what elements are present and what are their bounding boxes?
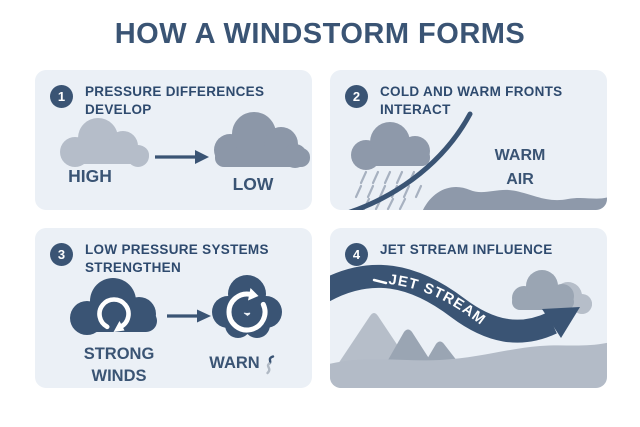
panel-3-heading: LOW PRESSURE SYSTEMS STRENGTHEN: [85, 242, 269, 275]
fronts-illustration: [348, 111, 607, 210]
high-label: HIGH: [68, 166, 112, 186]
step-4-badge: 4: [345, 243, 368, 266]
jet-stream-illustration: JET STREAM: [330, 264, 607, 388]
motion-dash-icon: [372, 278, 388, 285]
rotating-storm-cloud-icon: [70, 278, 157, 335]
warn-text: WARN: [209, 354, 260, 372]
jet-stream-ribbon-text: JET STREAM: [388, 272, 489, 329]
warm-air-label: WARM AIR: [488, 144, 552, 192]
panel-grid: 1 PRESSURE DIFFERENCES DEVELOP H: [35, 70, 607, 388]
mountains-icon: [330, 313, 607, 388]
panel-pressure-differences: 1 PRESSURE DIFFERENCES DEVELOP H: [35, 70, 312, 210]
cloud-icon: [512, 270, 592, 314]
pressure-illustration: [60, 112, 310, 168]
arrow-right-icon: [155, 150, 209, 164]
rotation-arrow-icon: [97, 297, 131, 330]
storm-illustration: [70, 275, 282, 338]
panel-2-heading: COLD AND WARM FRONTS INTERACT: [380, 84, 563, 117]
arrow-right-icon: [167, 309, 211, 323]
panel-fronts-interact: 2 COLD AND WARM FRONTS INTERACT: [330, 70, 607, 210]
warn-label: WARN: [197, 353, 289, 375]
intensified-storm-cloud-icon: [212, 275, 282, 338]
step-3-badge: 3: [50, 243, 73, 266]
strong-winds-line1: STRONG: [83, 345, 155, 363]
ground-silhouette: [330, 342, 607, 388]
panel-4-heading: JET STREAM INFLUENCE: [380, 242, 553, 257]
page-title: HOW A WINDSTORM FORMS: [114, 18, 526, 50]
terrain-silhouette: [423, 187, 607, 210]
low-pressure-cloud-icon: [214, 112, 310, 168]
low-label: LOW: [232, 174, 274, 194]
panel-jet-stream: 4 JET STREAM INFLUENCE: [330, 228, 607, 388]
warm-air-line2: AIR: [506, 171, 534, 188]
rotation-arrow-icon: [226, 291, 268, 333]
high-pressure-cloud-icon: [60, 118, 149, 167]
swirl-icon: [266, 355, 274, 375]
warm-air-line1: WARM: [494, 147, 546, 164]
strong-winds-label: STRONG WINDS: [73, 344, 165, 388]
step-2-badge: 2: [345, 85, 368, 108]
strong-winds-line2: WINDS: [91, 366, 147, 385]
step-1-badge: 1: [50, 85, 73, 108]
panel-1-heading: PRESSURE DIFFERENCES DEVELOP: [85, 84, 265, 117]
cold-front-curve: [348, 111, 473, 210]
panel-low-pressure-strengthen: 3 LOW PRESSURE SYSTEMS STRENGTHEN: [35, 228, 312, 388]
rain-cloud-icon: [351, 122, 430, 170]
